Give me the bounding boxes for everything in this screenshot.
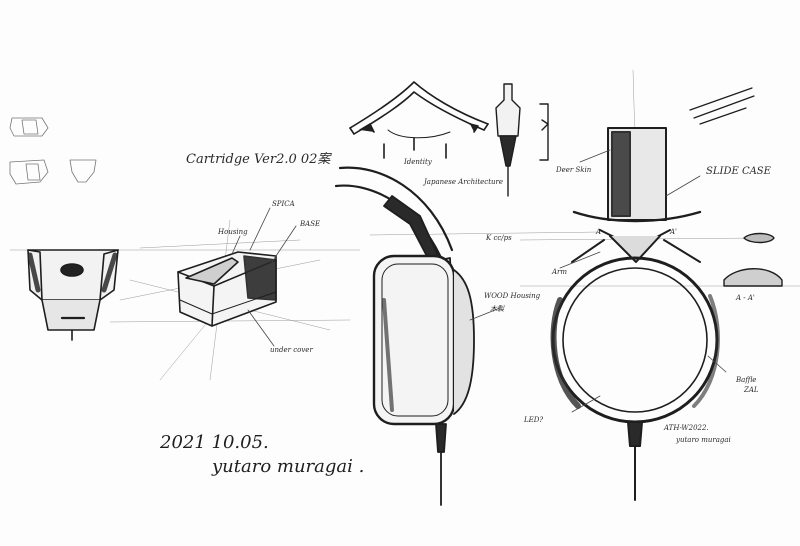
cartridge-thumbnails: [9, 117, 97, 185]
annotation-leader-lines: [231, 149, 727, 413]
wood-housing-label: WOOD Housing: [484, 292, 541, 300]
identity-label: Identity: [404, 158, 432, 166]
headband-detail-sketch: [349, 81, 489, 159]
spacer-label: SPICA: [272, 200, 295, 208]
wood-sub-label: 木製: [490, 305, 504, 313]
base-label: BASE: [300, 220, 321, 228]
yoke-post-sketch: [495, 83, 549, 197]
signature-date: 2021 10.05.: [160, 432, 269, 453]
led-note-label: LED?: [524, 416, 544, 424]
cartridge-front-sketch: [27, 249, 119, 341]
section-details: [689, 87, 783, 287]
headphone-side-sketch: [334, 166, 475, 506]
housing-label: Housing: [218, 228, 248, 236]
arm-label: Arm: [552, 268, 568, 276]
cable-label: K cc/ps: [486, 234, 512, 242]
cartridge-title: Cartridge Ver2.0 02案: [186, 152, 331, 167]
cartridge-perspective-sketch: [177, 251, 277, 327]
signature-name: yutaro muragai .: [212, 456, 365, 477]
baffle-sub-label: ZAL: [744, 386, 759, 394]
small-signature-label: yutaro muragai: [676, 436, 731, 444]
baffle-label: Baffle: [736, 376, 757, 384]
deer-skin-label: Deer Skin: [556, 166, 592, 174]
architecture-label: Japanese Architecture: [424, 178, 503, 186]
section-a2-label: A': [670, 228, 677, 236]
under-cover-label: under cover: [270, 346, 313, 354]
section-a-label: A: [596, 228, 602, 236]
section-aa-label: A - A': [736, 294, 755, 302]
model-label: ATH-W2022.: [664, 424, 709, 432]
headphone-front-sketch: [550, 127, 720, 501]
slide-case-label: SLIDE CASE: [706, 166, 771, 177]
